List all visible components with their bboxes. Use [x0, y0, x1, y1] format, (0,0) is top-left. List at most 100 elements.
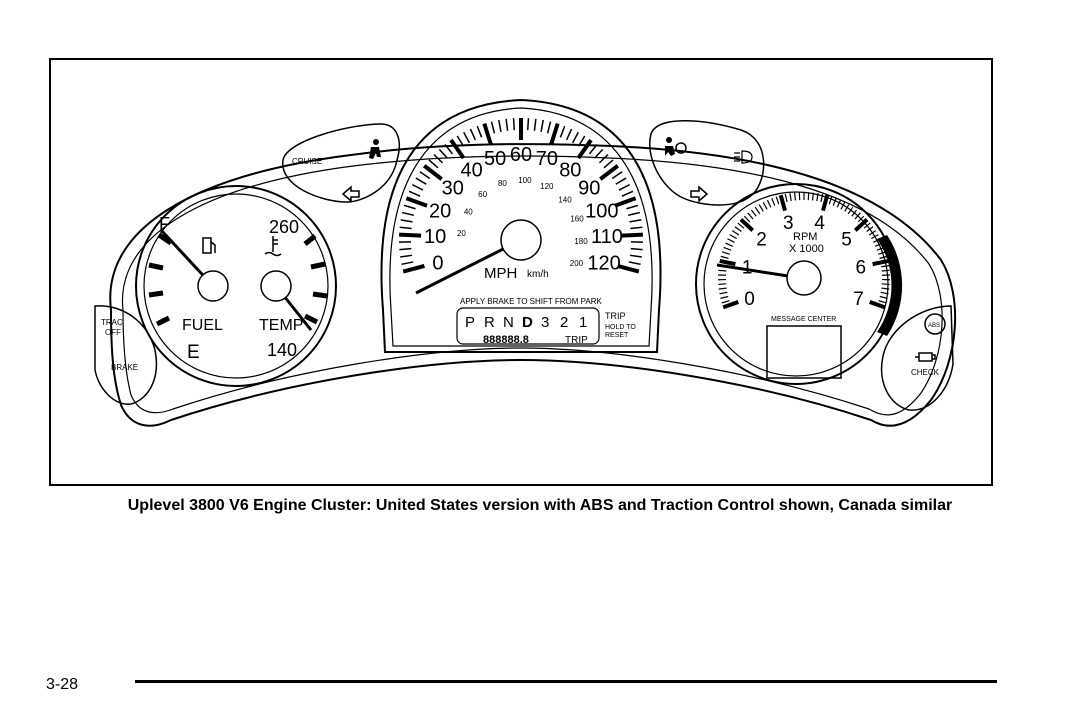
speed-tick	[611, 171, 623, 180]
tach-label: 0	[744, 289, 755, 310]
tachometer-hub	[786, 260, 822, 296]
left-gauge-pod-inner	[143, 193, 329, 379]
airbag-icon	[665, 137, 687, 156]
headlamp-icon	[734, 150, 753, 164]
tach-tick	[718, 269, 727, 272]
temp-low-label: 140	[267, 340, 297, 360]
tach-tick	[754, 206, 761, 215]
tach-tick	[879, 255, 888, 259]
message-center-label: MESSAGE CENTER	[771, 316, 836, 323]
speed-tick	[628, 211, 641, 216]
speed-tick	[630, 226, 643, 230]
tach-tick	[880, 291, 889, 295]
page-number: 3-28	[46, 676, 79, 693]
speed-tick	[401, 211, 414, 216]
tach-tick	[878, 251, 887, 255]
speed-tick	[433, 153, 444, 164]
tach-label: 5	[841, 230, 852, 251]
speed-kmh-label: 200	[570, 259, 584, 268]
prndl-letter: P	[465, 314, 475, 331]
speedometer-pod-inner	[389, 107, 653, 347]
tach-tick	[719, 258, 736, 267]
tach-tick	[729, 234, 737, 240]
speed-tick	[411, 183, 424, 191]
tach-tick	[879, 295, 888, 299]
speed-mph-label: 60	[510, 144, 532, 166]
speed-tick	[444, 144, 454, 155]
kmh-unit-label: km/h	[527, 269, 549, 280]
speed-tick	[617, 263, 640, 274]
prndl-letter: D	[522, 314, 533, 331]
prndl-letter: N	[503, 314, 514, 331]
tach-tick	[750, 209, 757, 217]
hold-to-label: HOLD TO	[605, 324, 636, 331]
speed-tick	[438, 148, 448, 159]
tach-tick	[873, 238, 881, 243]
footer-rule	[135, 680, 997, 683]
speed-mph-label: 30	[442, 178, 464, 200]
speed-mph-label: 90	[578, 178, 600, 200]
speed-tick	[482, 123, 493, 146]
speed-tick	[399, 232, 422, 238]
tach-tick	[811, 192, 815, 201]
tach-tick	[853, 218, 869, 232]
speed-tick	[565, 128, 573, 141]
speed-tick	[629, 219, 642, 223]
seatbelt-icon	[369, 139, 381, 159]
tach-tick	[851, 209, 858, 217]
temp-name-label: TEMP	[259, 317, 303, 334]
tach-tick	[881, 269, 890, 272]
tach-label: 1	[742, 258, 753, 279]
tach-tick	[784, 193, 788, 203]
speed-tick	[630, 247, 643, 251]
speed-mph-label: 80	[559, 160, 581, 182]
fuel-pump-icon	[202, 237, 216, 254]
fuel-hub	[197, 270, 229, 302]
shift-notice: APPLY BRAKE TO SHIFT FROM PARK	[460, 297, 602, 306]
tach-tick	[866, 226, 874, 233]
tach-tick	[820, 193, 824, 203]
tach-tick	[723, 246, 732, 251]
speedometer-ticks	[399, 118, 643, 274]
speed-tick	[540, 119, 544, 132]
tach-tick	[720, 295, 729, 299]
speed-tick	[549, 123, 560, 146]
rpm-unit-label: RPM	[793, 231, 817, 243]
tach-tick	[832, 198, 837, 206]
tach-tick	[871, 234, 879, 240]
speed-tick	[621, 190, 634, 197]
speed-tick	[599, 164, 620, 181]
tach-tick	[771, 198, 776, 206]
tach-tick	[881, 287, 890, 290]
speed-tick	[629, 254, 642, 258]
speedometer-hub	[500, 219, 542, 261]
speed-kmh-label: 120	[540, 182, 554, 191]
speed-tick	[603, 159, 614, 169]
speed-tick	[399, 226, 412, 230]
tach-tick	[857, 215, 865, 223]
prndl-letter: R	[484, 314, 495, 331]
tach-tick	[718, 287, 727, 290]
speed-mph-label: 10	[424, 226, 446, 248]
speed-mph-label: 100	[585, 201, 618, 223]
speed-mph-label: 50	[484, 148, 506, 170]
speed-tick	[598, 153, 609, 164]
speed-tick	[476, 125, 483, 138]
airbag-pod	[649, 120, 765, 206]
tach-tick	[731, 230, 740, 236]
speed-tick	[533, 118, 537, 131]
speed-tick	[405, 196, 428, 208]
abs-check-pod	[880, 305, 954, 411]
speed-tick	[415, 177, 427, 185]
prndl-letter: 1	[579, 314, 587, 331]
tach-tick	[734, 226, 742, 233]
cruise-pod	[282, 123, 401, 203]
speed-tick	[615, 177, 627, 185]
speed-kmh-label: 140	[558, 195, 572, 204]
tach-tick	[793, 192, 797, 201]
tach-tick	[816, 193, 819, 202]
speed-tick	[498, 119, 502, 132]
tach-tick	[869, 300, 886, 310]
